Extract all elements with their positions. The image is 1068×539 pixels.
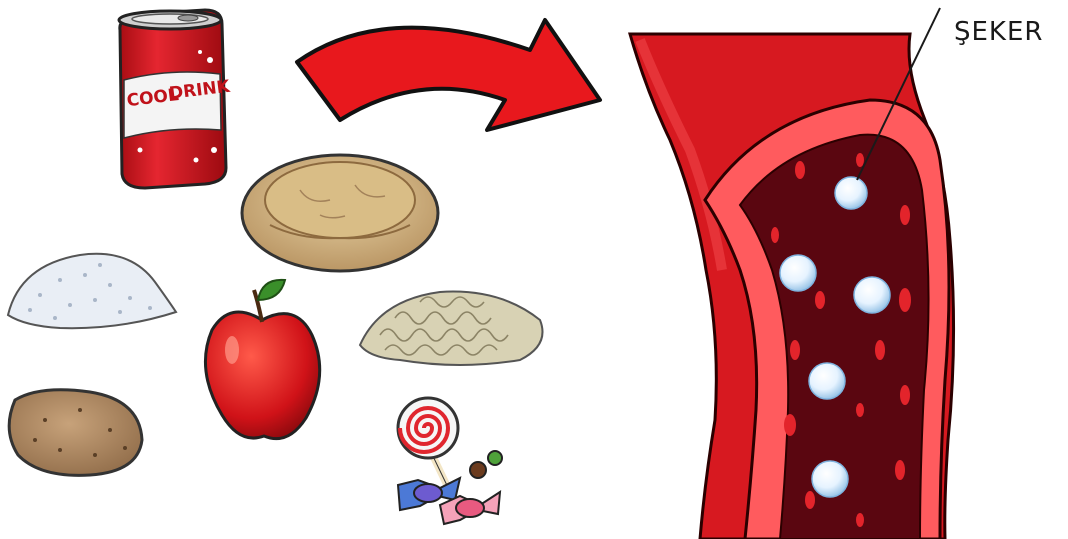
drink-can-icon: COOL DRINK xyxy=(119,10,232,188)
potato-icon xyxy=(9,390,142,476)
sugar-pile-icon xyxy=(8,254,176,328)
blood-vessel-icon xyxy=(630,34,954,539)
sugar-label: ŞEKER xyxy=(954,17,1043,47)
arrow-icon xyxy=(297,20,600,130)
bread-icon xyxy=(242,155,438,271)
noodles-icon xyxy=(360,292,543,365)
apple-icon xyxy=(205,280,319,439)
candy-icon xyxy=(398,398,502,524)
